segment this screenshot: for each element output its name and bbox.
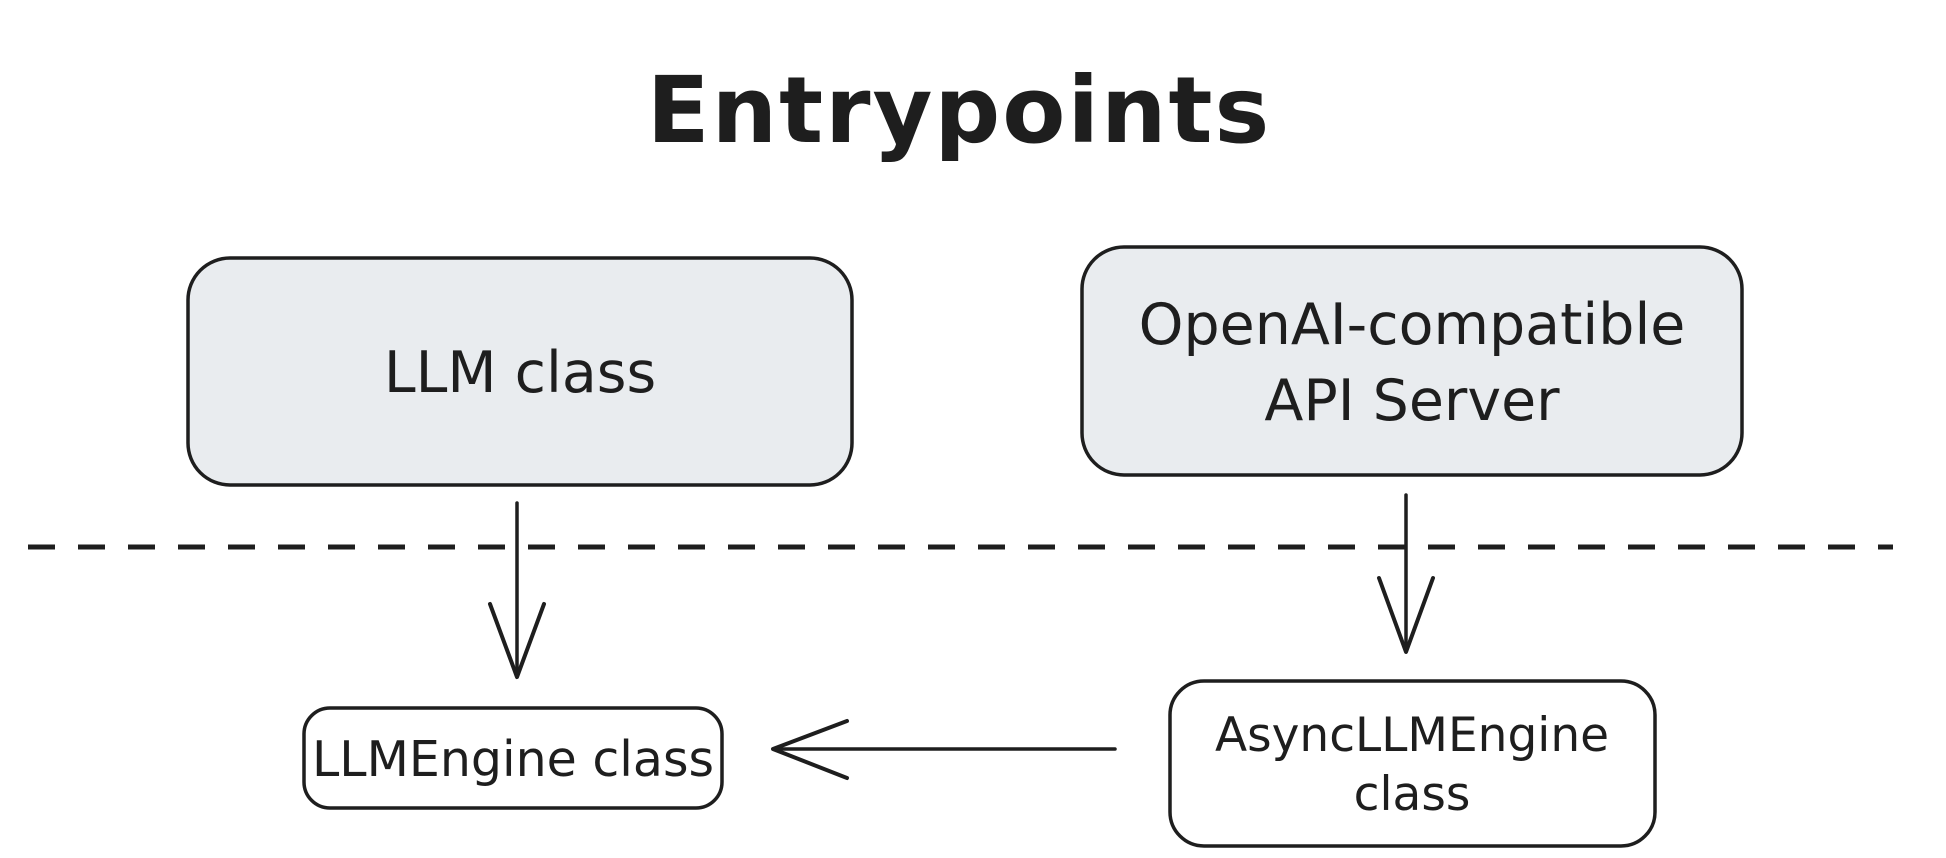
node-llm-engine: LLMEngine class <box>302 706 724 810</box>
arrow-llm-to-engine-head <box>488 602 546 679</box>
arrow-llm-to-engine <box>488 501 546 679</box>
arrow-server-to-async <box>1377 493 1435 654</box>
openai-api-server-box <box>1080 245 1744 477</box>
openai-api-server-label-line2: API Server <box>1264 368 1560 434</box>
arrow-async-to-engine-head <box>771 719 849 780</box>
openai-api-server-label-line1: OpenAI-compatible <box>1139 292 1686 358</box>
node-openai-api-server: OpenAI-compatible API Server <box>1080 245 1744 477</box>
async-llm-engine-label-line2: class <box>1354 767 1471 822</box>
llm-engine-box <box>302 706 724 810</box>
llm-class-box <box>186 256 854 487</box>
node-async-llm-engine: AsyncLLMEngine class <box>1168 679 1657 848</box>
arrow-async-to-engine <box>771 719 1117 780</box>
arrow-server-to-async-head <box>1377 576 1435 654</box>
async-llm-engine-box <box>1168 679 1657 848</box>
async-llm-engine-label-line1: AsyncLLMEngine <box>1215 708 1609 763</box>
node-llm-class: LLM class <box>186 256 854 487</box>
diagram-title: Entrypoints <box>647 57 1272 164</box>
llm-class-label: LLM class <box>384 340 656 406</box>
llm-engine-label: LLMEngine class <box>312 731 714 788</box>
